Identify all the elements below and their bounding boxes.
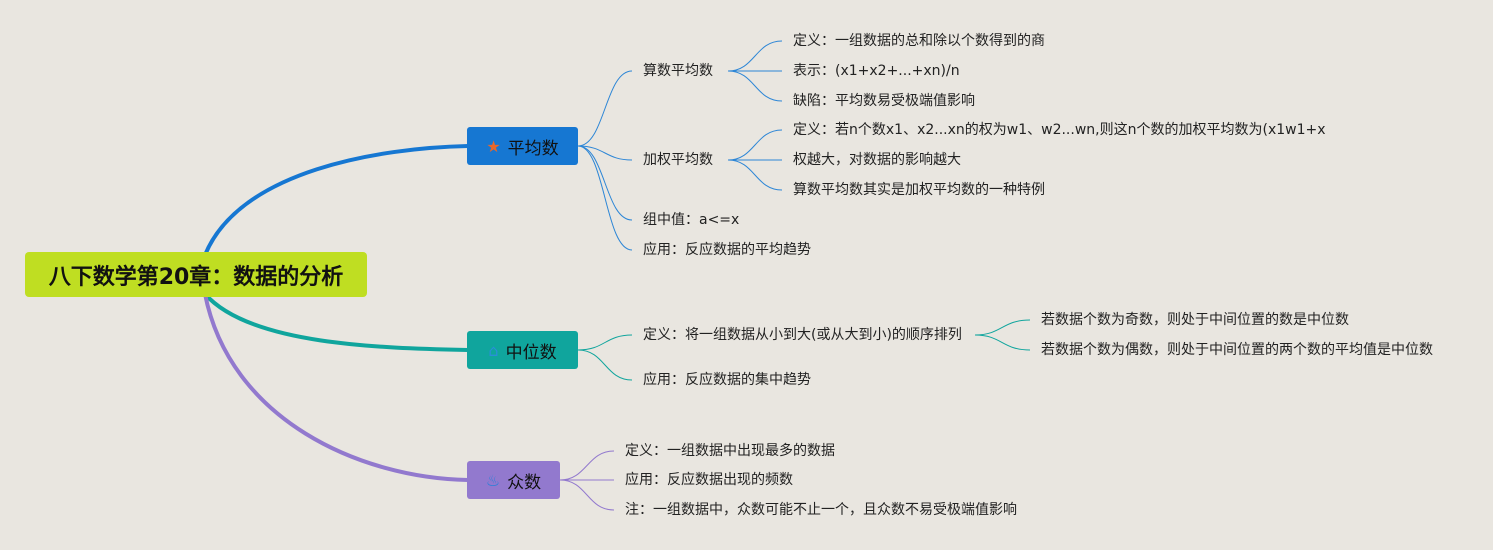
topic-median-definition[interactable]: 定义：将一组数据从小到大(或从大到小)的顺序排列: [643, 327, 962, 343]
topic-arithmetic-mean[interactable]: 算数平均数: [643, 63, 713, 79]
topic-arith-definition[interactable]: 定义：一组数据的总和除以个数得到的商: [793, 33, 1045, 49]
topic-mode-note[interactable]: 注：一组数据中，众数可能不止一个，且众数不易受极端值影响: [625, 502, 1017, 518]
branch-median-label: 中位数: [505, 342, 557, 363]
topic-weighted-special-case[interactable]: 算数平均数其实是加权平均数的一种特例: [793, 182, 1045, 198]
root-topic[interactable]: 八下数学第20章：数据的分析: [25, 252, 367, 297]
topic-weighted-mean[interactable]: 加权平均数: [643, 152, 713, 168]
topic-arith-notation[interactable]: 表示：(x1+x2+...+xn)/n: [793, 63, 960, 79]
connector-root-mode: [203, 293, 469, 482]
topic-median-even[interactable]: 若数据个数为偶数，则处于中间位置的两个数的平均值是中位数: [1041, 342, 1433, 358]
topic-median-application[interactable]: 应用：反应数据的集中趋势: [643, 372, 811, 388]
branch-mean[interactable]: ★ 平均数: [467, 127, 578, 165]
house-icon: ⌂: [488, 340, 499, 360]
topic-weighted-definition[interactable]: 定义：若n个数x1、x2...xn的权为w1、w2...wn,则这n个数的加权平…: [793, 122, 1326, 138]
connector-root-mean: [203, 144, 469, 256]
connectors-median: [577, 319, 1031, 381]
star-icon: ★: [486, 136, 501, 156]
branch-mode[interactable]: ♨ 众数: [467, 461, 560, 499]
connectors-mode: [559, 450, 615, 511]
topic-mode-application[interactable]: 应用：反应数据出现的频数: [625, 472, 793, 488]
topic-median-odd[interactable]: 若数据个数为奇数，则处于中间位置的数是中位数: [1041, 312, 1349, 328]
connectors-mean: [577, 40, 783, 251]
connector-root-median: [203, 292, 469, 352]
topic-mean-application[interactable]: 应用：反应数据的平均趋势: [643, 242, 811, 258]
topic-weighted-influence[interactable]: 权越大，对数据的影响越大: [793, 152, 961, 168]
topic-mode-definition[interactable]: 定义：一组数据中出现最多的数据: [625, 443, 835, 459]
topic-arith-flaw[interactable]: 缺陷：平均数易受极端值影响: [793, 93, 975, 109]
branch-mean-label: 平均数: [507, 138, 559, 159]
topic-group-midpoint[interactable]: 组中值：a<=x: [643, 212, 740, 228]
branch-median[interactable]: ⌂ 中位数: [467, 331, 578, 369]
flame-icon: ♨: [485, 470, 501, 490]
branch-mode-label: 众数: [507, 472, 542, 493]
